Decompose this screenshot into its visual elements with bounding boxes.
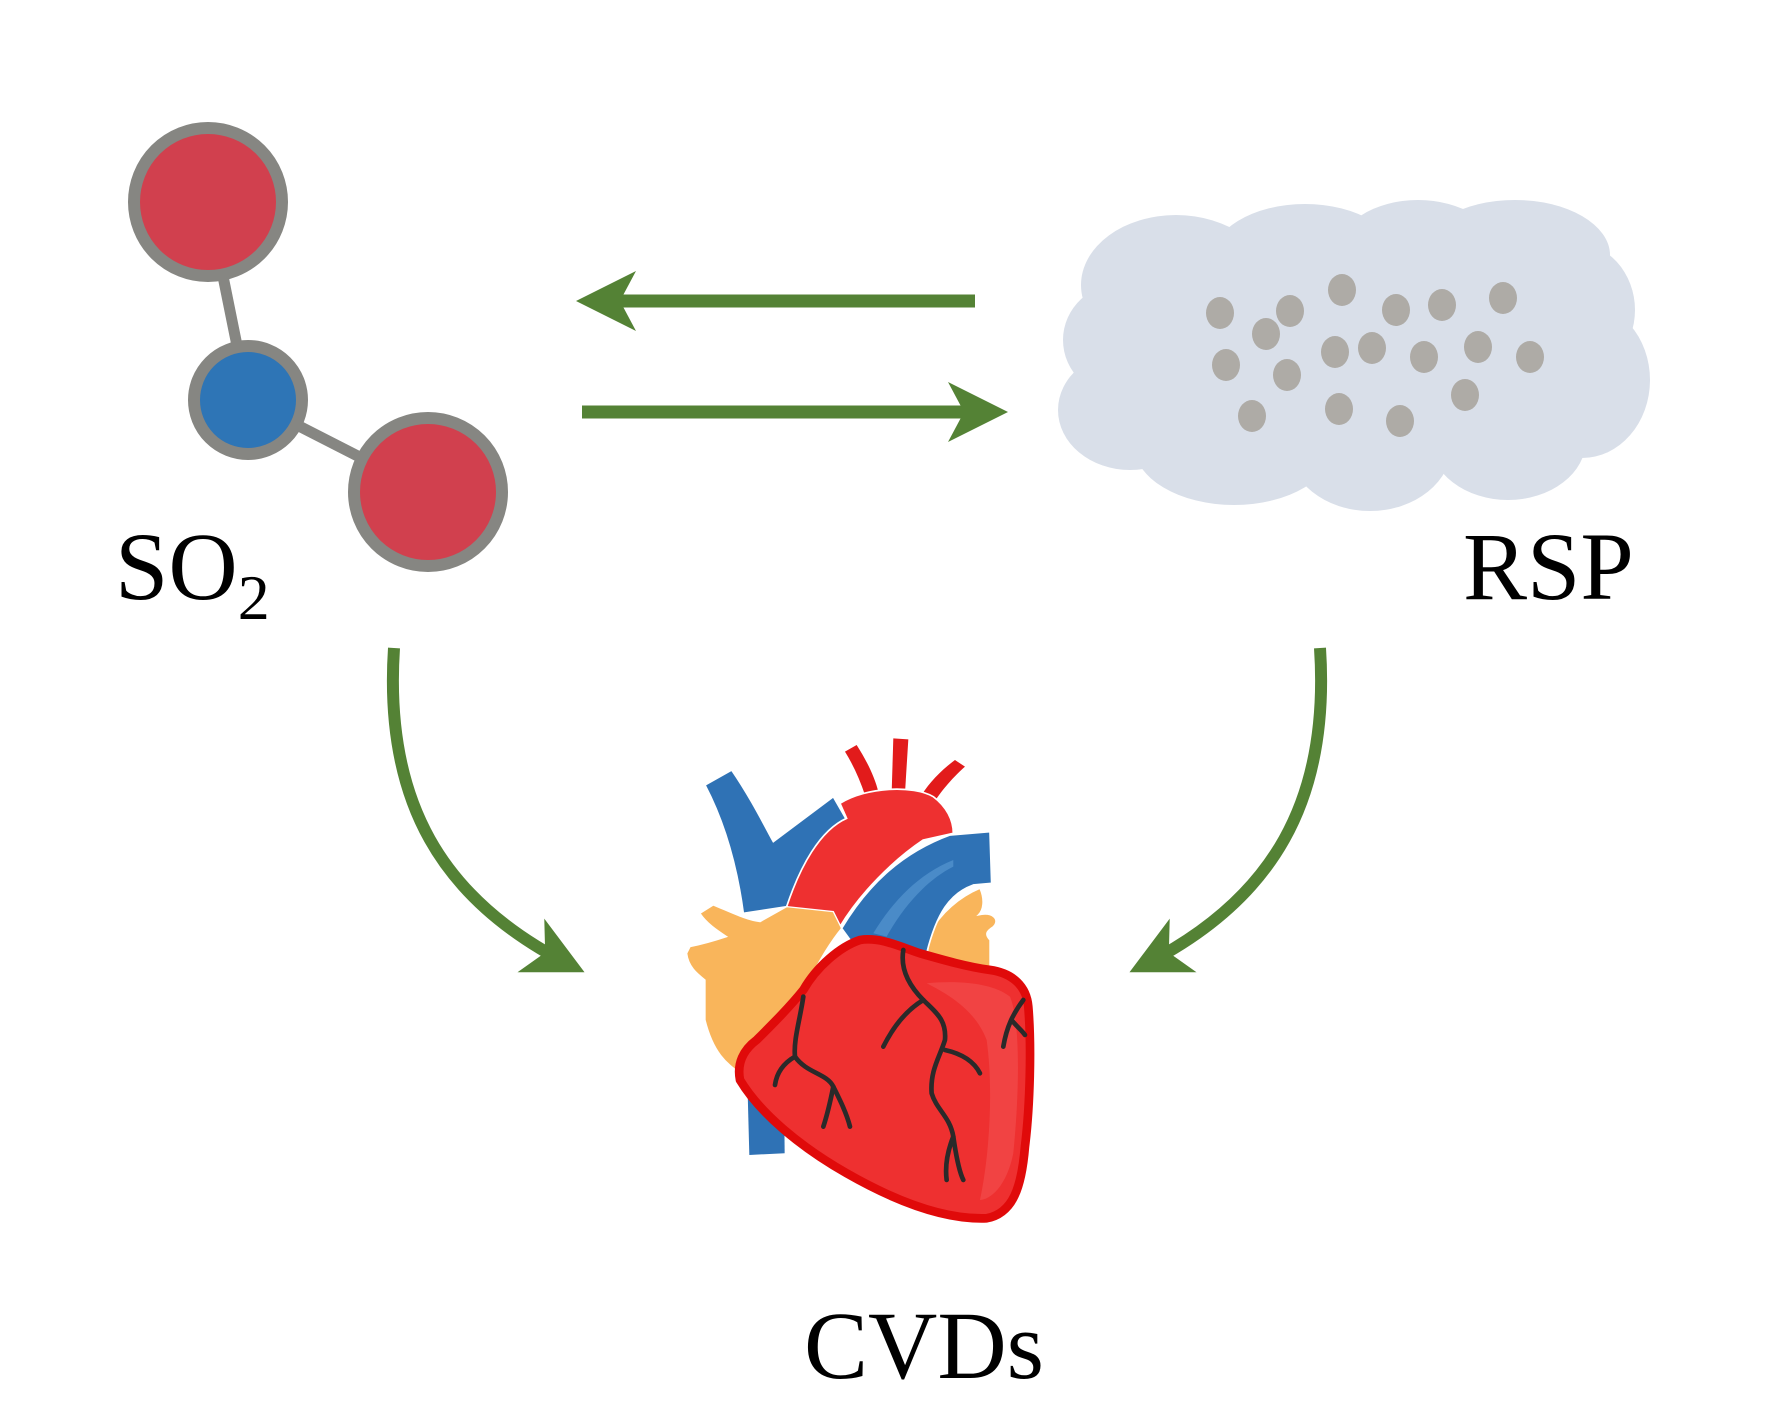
right-atrium xyxy=(925,887,997,968)
oxygen-atom xyxy=(348,412,508,572)
cloud-shape xyxy=(1058,200,1650,511)
oxygen-atom xyxy=(128,122,288,282)
aortic-arch xyxy=(785,788,955,928)
particle xyxy=(1382,294,1410,326)
particle xyxy=(1325,393,1353,425)
arrow-rsp-to-cvds xyxy=(1129,647,1328,973)
particle xyxy=(1358,332,1386,364)
particle xyxy=(1410,341,1438,373)
aorta-branch xyxy=(891,738,909,794)
heart-icon xyxy=(685,738,1035,1223)
particle xyxy=(1212,349,1240,381)
particulate-cloud-icon xyxy=(1058,200,1650,511)
cvds-label: CVDs xyxy=(804,1292,1044,1399)
particle xyxy=(1428,289,1456,321)
ventricle-highlight xyxy=(926,982,1018,1200)
particle xyxy=(1451,379,1479,411)
particle xyxy=(1516,341,1544,373)
so2-molecule-icon xyxy=(128,122,508,572)
particle xyxy=(1238,400,1266,432)
aorta-branch xyxy=(844,744,879,795)
arrow-so2-to-cvds xyxy=(386,647,585,973)
particle xyxy=(1328,274,1356,306)
particle xyxy=(1489,282,1517,314)
particles xyxy=(1206,274,1544,437)
particle xyxy=(1276,295,1304,327)
particle xyxy=(1464,331,1492,363)
so2-label: SO2 xyxy=(115,513,270,633)
sulfur-atom xyxy=(188,340,308,460)
left-atrium xyxy=(685,904,843,1075)
particle xyxy=(1386,405,1414,437)
particle xyxy=(1252,318,1280,350)
particle xyxy=(1206,297,1234,329)
so2-subscript: 2 xyxy=(238,562,270,633)
coronary-vessels xyxy=(772,947,1028,1183)
aorta-branch xyxy=(921,759,965,804)
rsp-label: RSP xyxy=(1463,513,1634,620)
particle xyxy=(1273,359,1301,391)
pulmonary-highlight xyxy=(873,859,954,937)
particle xyxy=(1321,336,1349,368)
